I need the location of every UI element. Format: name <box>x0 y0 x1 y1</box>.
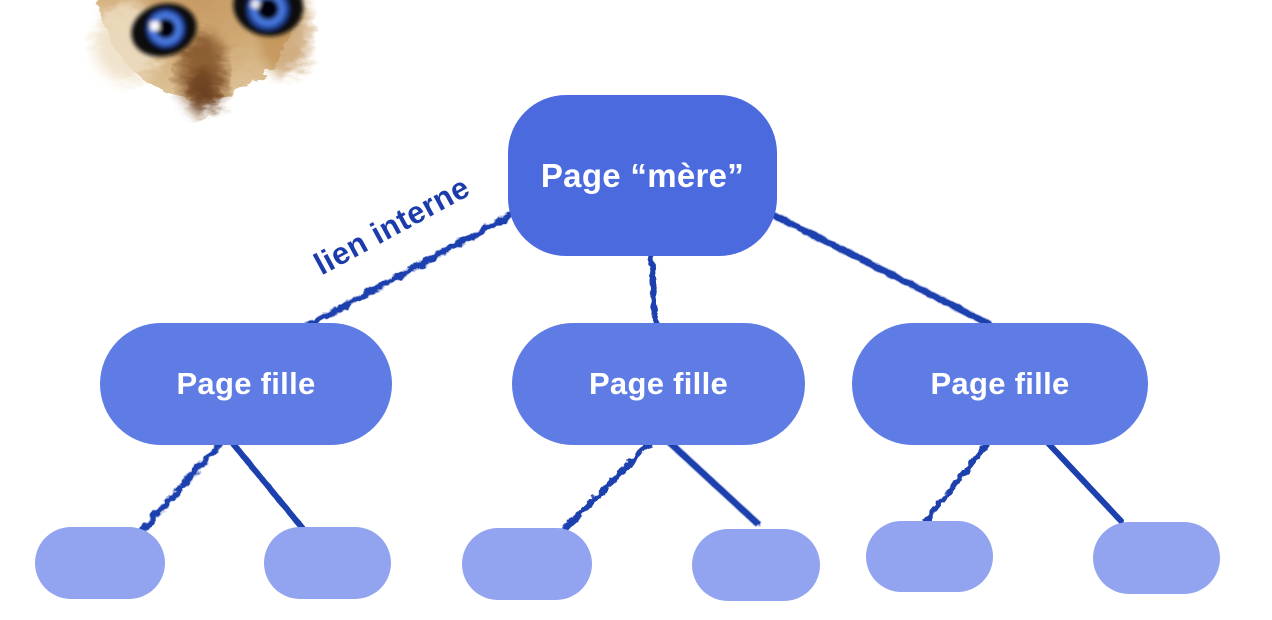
internal-link-label: lien interne <box>308 169 476 282</box>
node-grandchild-3 <box>462 528 592 600</box>
node-grandchild-1 <box>35 527 165 599</box>
node-grandchild-6 <box>1093 522 1220 594</box>
node-page-fille-1: Page fille <box>100 323 392 445</box>
edge-child3-to-g5 <box>923 439 991 524</box>
edge-root-to-child-2 <box>648 249 659 330</box>
edge-root-to-child-3 <box>769 211 992 327</box>
edge-child1-to-g2 <box>227 437 307 533</box>
node-grandchild-5 <box>866 521 993 592</box>
edge-child3-to-g6 <box>1045 440 1124 524</box>
edge-child2-to-g3 <box>561 438 655 533</box>
edge-child1-to-g1 <box>139 437 227 533</box>
node-page-fille-2: Page fille <box>512 323 805 445</box>
node-grandchild-4 <box>692 529 820 601</box>
node-page-fille-3: Page fille <box>852 323 1148 445</box>
edge-child2-to-g4 <box>665 438 761 527</box>
node-page-fille-1-label: Page fille <box>176 366 316 401</box>
node-page-fille-2-label: Page fille <box>588 366 729 401</box>
meerkat-right-eye <box>233 0 304 37</box>
meerkat-image <box>94 0 310 114</box>
node-page-mere: Page “mère” <box>508 95 777 256</box>
node-grandchild-2 <box>264 527 391 599</box>
node-page-fille-3-label: Page fille <box>930 366 1070 401</box>
meerkat-left-eye <box>131 3 197 57</box>
node-page-mere-label: Page “mère” <box>540 156 745 194</box>
